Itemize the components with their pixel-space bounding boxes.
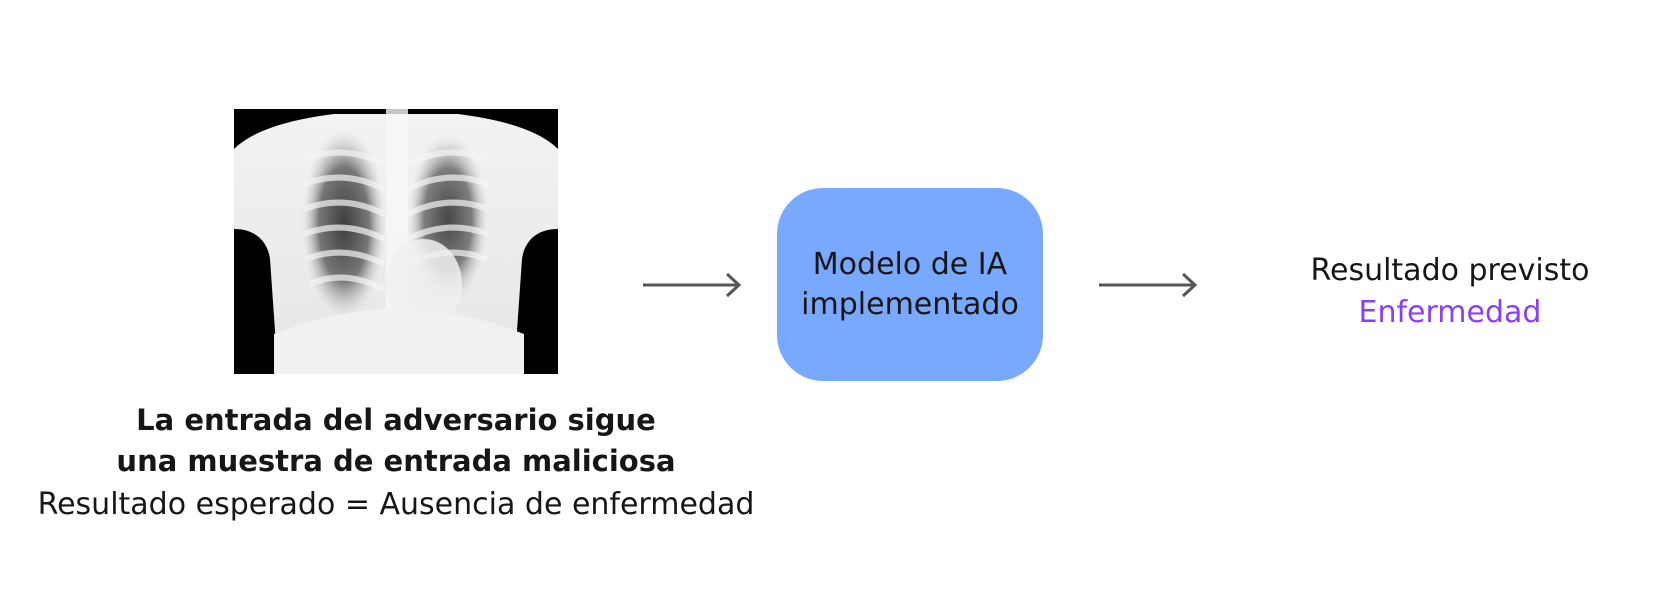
caption-line-2: una muestra de entrada maliciosa xyxy=(116,444,676,478)
predicted-result: Resultado previsto Enfermedad xyxy=(1290,250,1610,334)
model-label-line-2: implementado xyxy=(801,286,1019,322)
arrow-right-icon xyxy=(641,270,745,300)
predicted-result-value: Enfermedad xyxy=(1358,295,1542,330)
arrow-right-icon xyxy=(1097,270,1201,300)
caption-line-1: La entrada del adversario sigue xyxy=(136,403,656,437)
input-caption: La entrada del adversario sigue una mues… xyxy=(20,400,772,526)
predicted-result-title: Resultado previsto xyxy=(1310,253,1590,288)
chest-xray-image xyxy=(234,109,558,374)
model-label-line-1: Modelo de IA xyxy=(812,246,1008,282)
ai-model-box: Modelo de IA implementado xyxy=(777,188,1043,381)
expected-result: Resultado esperado = Ausencia de enferme… xyxy=(37,487,755,522)
